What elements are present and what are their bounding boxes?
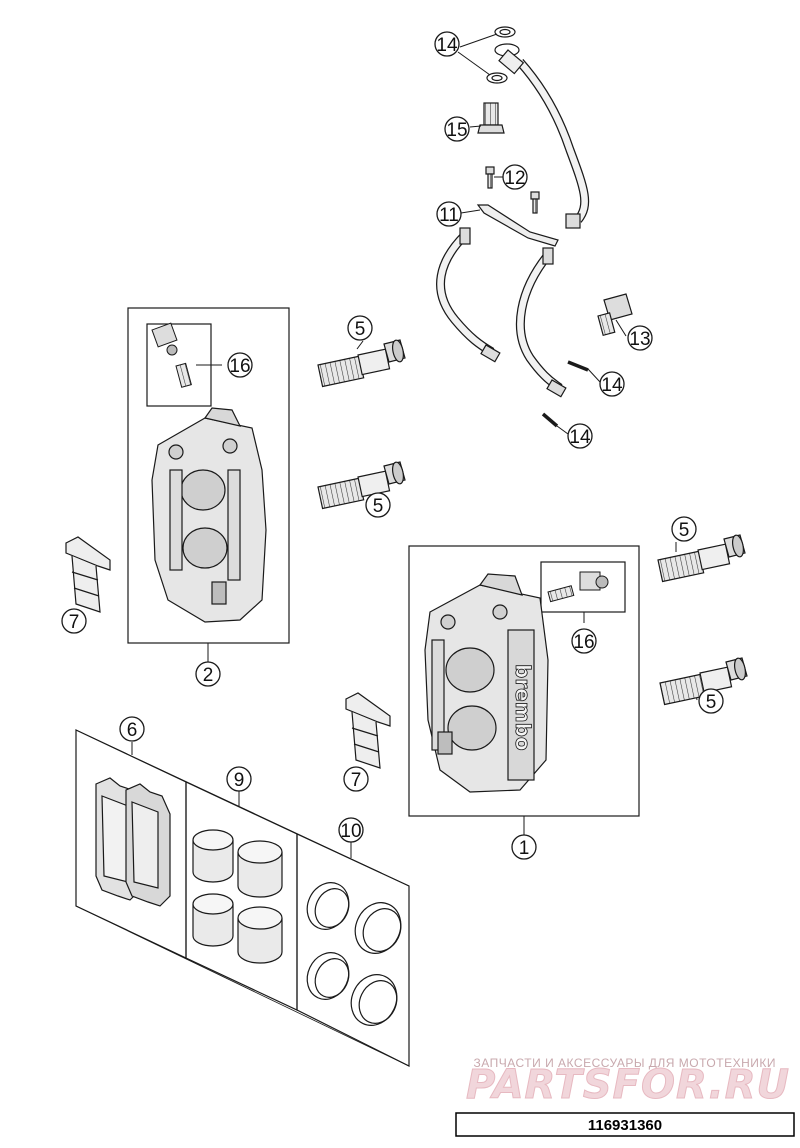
- svg-text:14: 14: [601, 375, 623, 396]
- svg-text:2: 2: [203, 665, 214, 686]
- svg-text:7: 7: [351, 770, 362, 791]
- caliper-left-body: [151, 407, 267, 623]
- spring-left: [65, 536, 111, 613]
- svg-text:9: 9: [234, 770, 245, 791]
- callout-2: 2: [195, 661, 221, 687]
- svg-text:7: 7: [69, 612, 80, 633]
- svg-text:5: 5: [706, 692, 717, 713]
- spring-right: [345, 692, 391, 769]
- caliper-left-group: [127, 307, 290, 644]
- svg-text:10: 10: [340, 821, 361, 842]
- svg-text:5: 5: [355, 319, 366, 340]
- watermark-tagline: ЗАПЧАСТИ И АКСЕССУАРЫ ДЛЯ МОТОТЕХНИКИ: [474, 1056, 776, 1070]
- callout-14-mid: 14: [599, 371, 625, 397]
- caliper-pistons: [192, 829, 283, 964]
- callout-12: 12: [502, 164, 528, 190]
- callout-14-low: 14: [567, 423, 593, 449]
- callout-11: 11: [436, 201, 462, 227]
- bolt-lower-right: [659, 657, 748, 706]
- svg-text:15: 15: [446, 120, 467, 141]
- bleed-valve-right: [547, 571, 609, 603]
- callout-5-d: 5: [698, 688, 724, 714]
- bleed-valve-left: [151, 322, 192, 388]
- callout-16-right: 16: [571, 628, 597, 654]
- callout-15: 15: [444, 116, 470, 142]
- bolt-upper-right: [657, 534, 746, 583]
- callout-16-left: 16: [227, 352, 253, 378]
- piston-seal-rings: [306, 882, 402, 1026]
- svg-text:6: 6: [127, 720, 138, 741]
- callout-7-right: 7: [343, 766, 369, 792]
- svg-text:5: 5: [373, 496, 384, 517]
- callout-14-top: 14: [434, 31, 460, 57]
- svg-text:16: 16: [229, 356, 250, 377]
- callout-markers: 14 15 12 11 13 14 14 5 5 5 5 16 16 7 7 2…: [61, 31, 724, 860]
- callout-6: 6: [119, 716, 145, 742]
- caliper-right-group: brembo: [408, 545, 640, 817]
- caliper-mounting-bolts: [317, 339, 748, 706]
- callout-9: 9: [226, 766, 252, 792]
- svg-text:5: 5: [679, 520, 690, 541]
- svg-text:12: 12: [504, 168, 525, 189]
- svg-text:brembo: brembo: [511, 664, 535, 751]
- svg-text:1: 1: [519, 838, 530, 859]
- svg-text:16: 16: [573, 632, 594, 653]
- svg-text:11: 11: [439, 205, 459, 226]
- watermark: ЗАПЧАСТИ И АКСЕССУАРЫ ДЛЯ МОТОТЕХНИКИ PA…: [465, 1056, 790, 1109]
- callout-7-left: 7: [61, 608, 87, 634]
- reference-number: 116931360: [588, 1117, 662, 1134]
- callout-13: 13: [627, 325, 653, 351]
- reference-number-box: 116931360: [455, 1112, 795, 1137]
- pad-retaining-springs: [65, 536, 391, 769]
- callout-5-a: 5: [347, 315, 373, 341]
- callout-5-c: 5: [671, 516, 697, 542]
- svg-text:14: 14: [436, 35, 458, 56]
- brake-pads: [95, 777, 171, 907]
- svg-text:13: 13: [629, 329, 650, 350]
- callout-1: 1: [511, 834, 537, 860]
- repair-kit-panels: [75, 729, 410, 1067]
- watermark-logo: PARTSFOR.RU: [466, 1062, 790, 1108]
- callout-5-b: 5: [365, 492, 391, 518]
- callout-10: 10: [338, 817, 364, 843]
- svg-text:14: 14: [569, 427, 591, 448]
- brake-line-assembly: [436, 26, 633, 428]
- bolt-upper-left: [317, 339, 406, 388]
- caliper-right-body: brembo: [424, 573, 549, 793]
- bolt-lower-left: [317, 461, 406, 510]
